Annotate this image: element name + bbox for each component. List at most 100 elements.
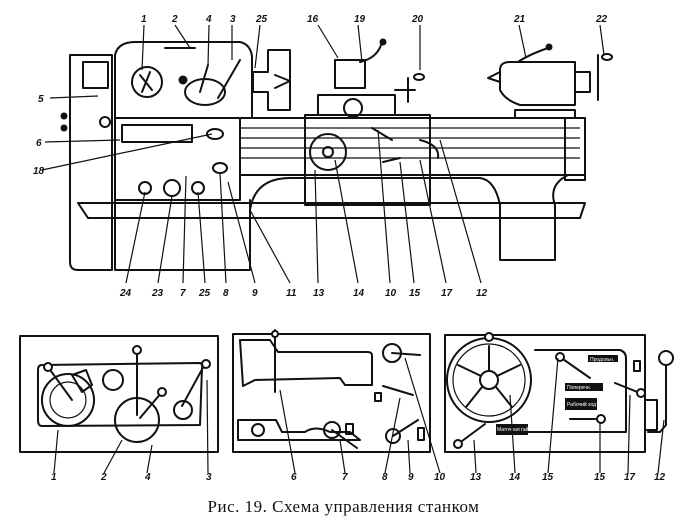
- main-callouts: 1 2 4 3 25 16 19 20 21 22 5 6 18 24 23 7…: [33, 14, 608, 299]
- indicator-8: [374, 392, 382, 402]
- cross-slide-wheel: [343, 98, 363, 118]
- callout-2: 2: [171, 14, 178, 25]
- figure-caption: Рис. 19. Схема управления станком: [207, 497, 480, 516]
- main-lathe-view: [41, 24, 613, 284]
- lever-3: [181, 363, 206, 407]
- panel-callout-8: 8: [382, 472, 388, 483]
- feed-plate: [239, 339, 373, 387]
- panel-callout-13: 13: [470, 472, 482, 483]
- callout-20: 20: [411, 14, 424, 25]
- leader-lines-left: [41, 95, 213, 171]
- callout-22: 22: [595, 14, 608, 25]
- knob: [178, 75, 188, 85]
- tailstock-base: [514, 109, 576, 119]
- handwheel-spokes: [457, 345, 521, 408]
- lever-15a-knob: [555, 352, 565, 362]
- callout-6: 6: [36, 138, 42, 149]
- lever-1: [47, 366, 73, 401]
- lever-3-knob: [201, 359, 211, 369]
- indicator-9: [417, 427, 425, 441]
- callout-25: 25: [255, 14, 268, 25]
- callout-4: 4: [205, 14, 212, 25]
- lever-12-bracket: [644, 399, 658, 431]
- chuck: [252, 49, 291, 111]
- knob-23: [163, 179, 181, 197]
- indicator: [633, 360, 641, 372]
- chip-tray: [77, 202, 586, 219]
- plate-longitudinal: [588, 355, 618, 362]
- lever-15b-knob: [596, 414, 606, 424]
- callout-21: 21: [513, 14, 526, 25]
- cross-slide: [317, 94, 396, 116]
- handle-knob: [379, 38, 387, 46]
- small-dial: [251, 423, 265, 437]
- bed-arch: [249, 177, 501, 211]
- callout-14: 14: [353, 288, 365, 299]
- switch: [60, 124, 68, 132]
- knob-22: [601, 53, 613, 61]
- callout-9: 9: [252, 288, 258, 299]
- left-housing: [69, 54, 113, 271]
- lever-1-knob: [43, 362, 53, 372]
- panel-callout-6: 6: [291, 472, 297, 483]
- plate-longitudinal-text: Продольн.: [590, 357, 614, 363]
- lever-knob: [545, 43, 553, 51]
- panel-callout-15a: 15: [542, 472, 554, 483]
- callout-24: 24: [119, 288, 132, 299]
- tool-post: [334, 59, 366, 89]
- lever-16: [382, 157, 401, 163]
- callout-3: 3: [230, 14, 236, 25]
- indicator-7: [345, 423, 354, 435]
- left-pedestal: [114, 199, 251, 271]
- callout-7: 7: [180, 288, 186, 299]
- tailstock-quill: [574, 71, 591, 93]
- handwheel-hub: [322, 146, 334, 158]
- knob: [99, 116, 111, 128]
- callout-23: 23: [151, 288, 164, 299]
- lever-8: [212, 162, 228, 174]
- lever-8: [382, 385, 414, 396]
- detail-panel-gearbox: 6 7 8 9 10: [232, 329, 446, 483]
- callout-12: 12: [476, 288, 488, 299]
- speed-lever: [139, 71, 153, 93]
- lever-13-knob: [453, 439, 463, 449]
- callout-18: 18: [33, 166, 45, 177]
- knob-20: [413, 73, 425, 81]
- detail-panel-headstock: 1 2 4 3: [19, 335, 219, 483]
- lever-4: [199, 64, 209, 93]
- callout-10: 10: [385, 288, 397, 299]
- lever-6-knob: [271, 330, 279, 338]
- tailstock: [499, 61, 576, 106]
- plate-working: [565, 398, 597, 410]
- leader-lines-top: [141, 24, 605, 71]
- callout-5: 5: [38, 94, 44, 105]
- callout-17: 17: [441, 288, 453, 299]
- headstock: [114, 41, 253, 119]
- speed-dial: [41, 373, 95, 427]
- panel-callout-4: 4: [144, 472, 151, 483]
- lever-3: [217, 59, 241, 99]
- switch: [60, 112, 68, 120]
- callout-13: 13: [313, 288, 325, 299]
- panel-callout-9: 9: [408, 472, 414, 483]
- handwheel-14: [309, 133, 347, 171]
- compound-handle: [394, 77, 416, 103]
- handwheel-rim: [452, 343, 526, 417]
- panel-frame: [19, 335, 219, 453]
- handwheel-knob: [484, 332, 494, 342]
- gear-selector: [184, 78, 226, 106]
- bed-ways: [240, 127, 580, 159]
- panel-callout-1: 1: [51, 472, 57, 483]
- indicator-dial: [102, 369, 124, 391]
- panel-leaders: [473, 357, 665, 474]
- gearbox: [114, 117, 241, 201]
- lever-4: [139, 391, 163, 419]
- lathe-bed: [239, 117, 586, 176]
- panel-callout-10: 10: [434, 472, 446, 483]
- detail-panel-apron: Продольн. Поперечн. Рабочий ход Маточная…: [444, 332, 674, 483]
- right-pedestal: [499, 174, 569, 261]
- lever-7: [331, 429, 358, 449]
- spindle-nose-cover: [82, 61, 109, 89]
- plate-cross-text: Поперечн.: [567, 385, 591, 391]
